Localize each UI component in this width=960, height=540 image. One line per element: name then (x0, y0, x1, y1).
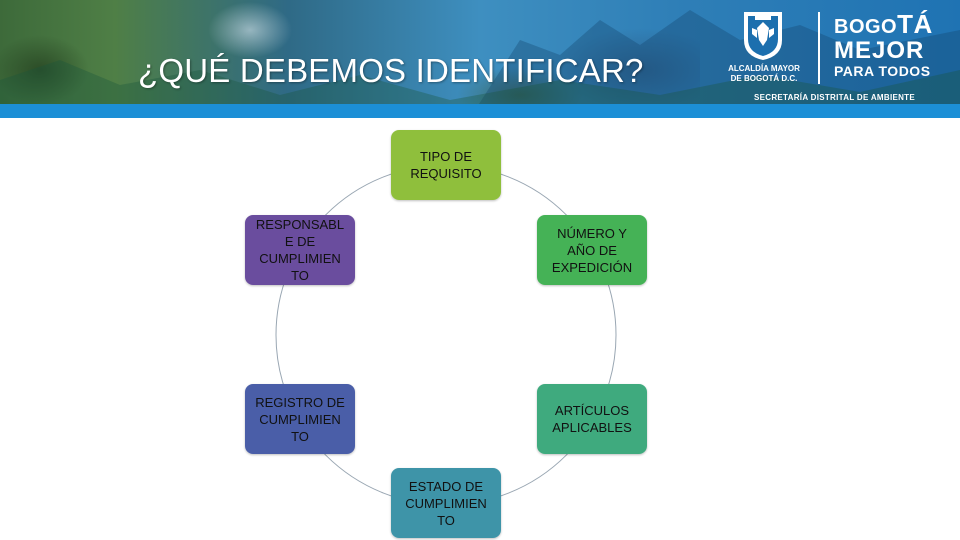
brand-mejor: MEJOR (834, 37, 925, 64)
nature-photo-collage (0, 0, 700, 118)
header-banner: ¿QUÉ DEBEMOS IDENTIFICAR? ALCALDÍA MAYOR… (0, 0, 960, 118)
node-label: RESPONSABL E DE CUMPLIMIEN TO (255, 217, 345, 283)
node-label: REGISTRO DE CUMPLIMIEN TO (255, 394, 345, 444)
node-registro-de-cumplimiento: REGISTRO DE CUMPLIMIEN TO (245, 384, 355, 454)
mountains-silhouette (0, 10, 960, 118)
node-label: NÚMERO Y AÑO DE EXPEDICIÓN (551, 225, 633, 275)
brand-bogo: BOGO (834, 16, 898, 38)
node-tipo-de-requisito: TIPO DE REQUISITO (391, 130, 501, 200)
brand-para-todos: PARA TODOS (834, 63, 931, 79)
node-label: ESTADO DE CUMPLIMIEN TO (405, 478, 487, 528)
alcaldia-line-2: DE BOGOTÁ D.C. (730, 74, 798, 83)
secretaria-label: SECRETARÍA DISTRITAL DE AMBIENTE (754, 93, 916, 102)
node-numero-y-anio: NÚMERO Y AÑO DE EXPEDICIÓN (537, 215, 647, 285)
node-estado-de-cumplimiento: ESTADO DE CUMPLIMIEN TO (391, 468, 501, 538)
node-articulos-aplicables: ARTÍCULOS APLICABLES (537, 384, 647, 454)
bogota-mejor-logo: BOGOTÁ MEJOR PARA TODOS (834, 9, 944, 79)
node-responsable-de-cumplimiento: RESPONSABL E DE CUMPLIMIEN TO (245, 215, 355, 285)
brand-ta: TÁ (897, 9, 933, 39)
alcaldia-logo-text: ALCALDÍA MAYOR DE BOGOTÁ D.C. (722, 64, 806, 84)
node-label: TIPO DE REQUISITO (410, 149, 482, 181)
banner-bottom-stripe (0, 104, 960, 118)
bogota-crest-icon (744, 12, 782, 60)
alcaldia-line-1: ALCALDÍA MAYOR (728, 64, 800, 73)
logo-divider (818, 12, 820, 84)
page-title: ¿QUÉ DEBEMOS IDENTIFICAR? (138, 52, 644, 89)
node-label: ARTÍCULOS APLICABLES (552, 403, 632, 435)
